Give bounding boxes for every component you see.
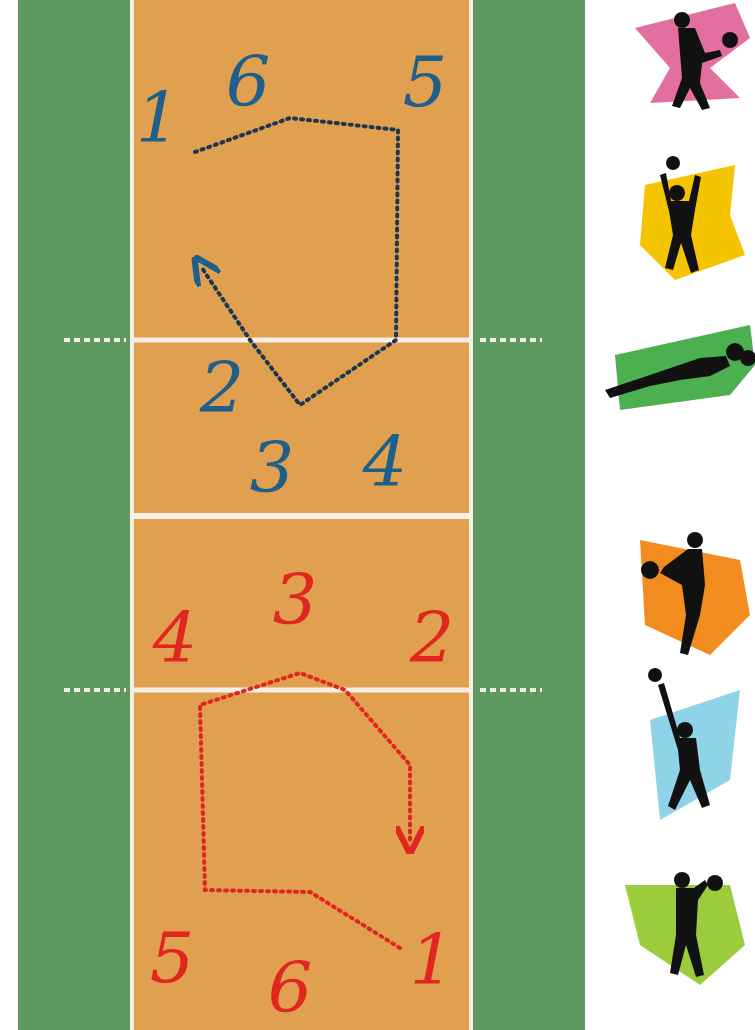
position-number: 5 — [403, 47, 448, 117]
position-number: 1 — [410, 925, 455, 995]
court — [131, 0, 473, 1030]
player-silhouettes — [605, 3, 755, 985]
position-number: 6 — [268, 953, 313, 1023]
position-number: 4 — [363, 427, 408, 497]
attack-line-extension — [64, 340, 542, 690]
position-number: 3 — [250, 433, 295, 503]
position-number: 2 — [410, 603, 455, 673]
surround — [18, 0, 585, 1030]
position-number: 3 — [273, 565, 318, 635]
position-number: 1 — [136, 83, 181, 153]
center-line — [132, 513, 471, 519]
position-number: 4 — [153, 603, 198, 673]
attack-line — [132, 338, 471, 343]
position-number: 5 — [150, 923, 195, 993]
rotation-path — [200, 673, 410, 948]
position-number: 6 — [226, 47, 271, 117]
attack-line — [132, 688, 471, 693]
position-number: 2 — [200, 353, 245, 423]
